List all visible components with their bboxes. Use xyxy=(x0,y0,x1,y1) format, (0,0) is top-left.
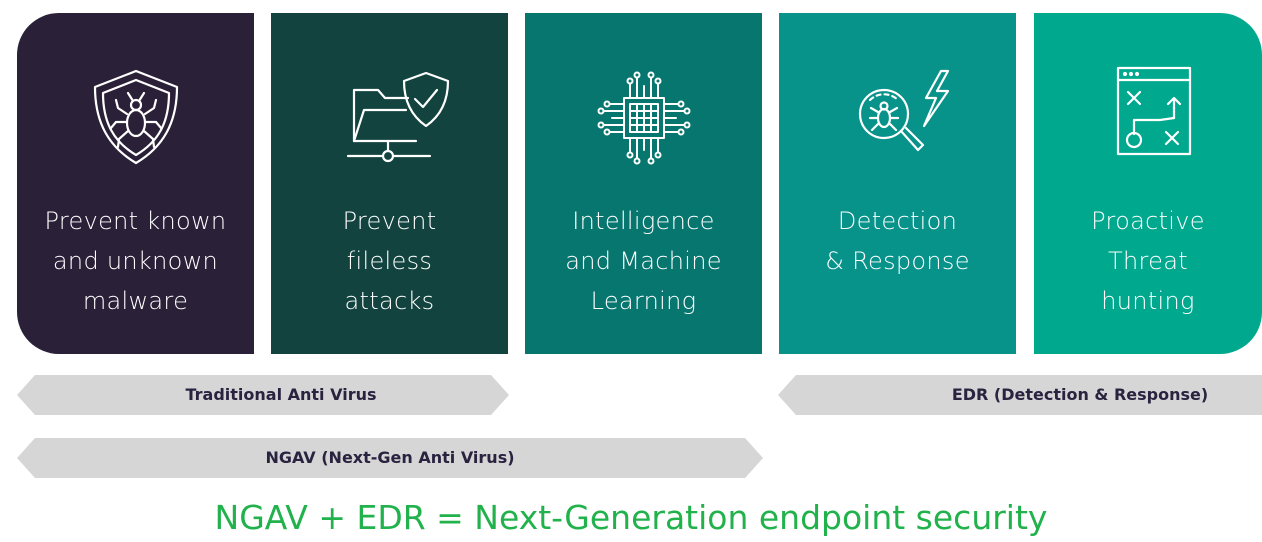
card-detection-response: Detection & Response xyxy=(779,13,1016,354)
bug-magnifier-lightning-icon xyxy=(838,68,958,168)
card-label: Detection & Response xyxy=(825,207,970,275)
folder-shield-network-icon xyxy=(330,68,450,168)
traditional-av-band: Traditional Anti Virus xyxy=(17,375,509,415)
edr-band: EDR (Detection & Response) xyxy=(778,375,1262,415)
card-threat-hunting: Proactive Threat hunting xyxy=(1034,13,1262,354)
shield-bug-icon xyxy=(76,68,196,168)
ngav-band: NGAV (Next-Gen Anti Virus) xyxy=(17,438,763,478)
card-label: Prevent known and unknown malware xyxy=(44,207,227,315)
band-label: NGAV (Next-Gen Anti Virus) xyxy=(265,448,515,467)
card-label: Proactive Threat hunting xyxy=(1091,207,1205,315)
card-intelligence-ml: Intelligence and Machine Learning xyxy=(525,13,762,354)
card-label: Intelligence and Machine Learning xyxy=(565,207,722,315)
card-prevent-fileless: Prevent fileless attacks xyxy=(271,13,508,354)
footer-equation: NGAV + EDR = Next-Generation endpoint se… xyxy=(214,498,1048,537)
ai-chip-icon xyxy=(584,68,704,168)
threat-hunting-strategy-icon xyxy=(1088,66,1208,168)
capability-cards: Prevent known and unknown malware Preven… xyxy=(17,13,1262,354)
band-label: Traditional Anti Virus xyxy=(185,385,377,404)
band-label: EDR (Detection & Response) xyxy=(951,385,1209,404)
card-label: Prevent fileless attacks xyxy=(342,207,437,315)
card-prevent-malware: Prevent known and unknown malware xyxy=(17,13,254,354)
